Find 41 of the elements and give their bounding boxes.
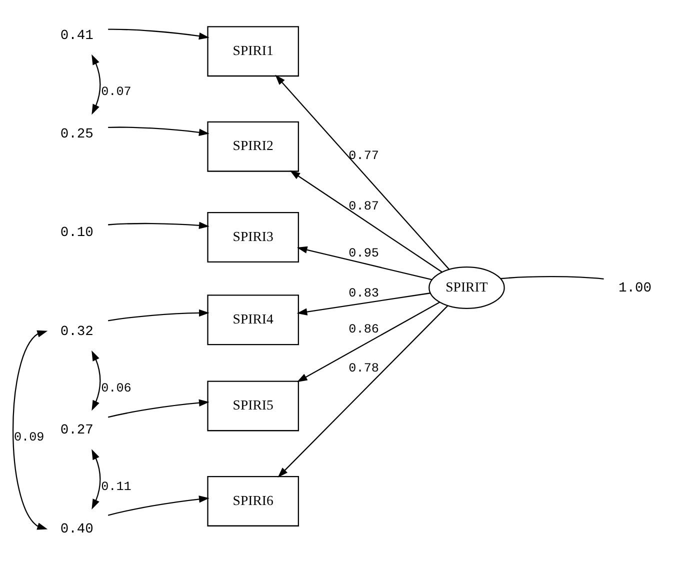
connector (500, 275, 604, 279)
arrow (296, 246, 432, 280)
arrow (92, 448, 101, 509)
arrow (92, 350, 101, 410)
arrow (92, 54, 101, 114)
edge-label: 0.78 (348, 360, 379, 375)
node-box: SPIRI2 (207, 120, 299, 172)
node-box: SPIRI1 (207, 26, 299, 76)
arrow (108, 398, 210, 418)
edge-label: 0.09 (14, 429, 44, 444)
node-text: 0.25 (60, 127, 94, 142)
edge-label: 0.07 (101, 84, 132, 99)
node-text: 1.00 (618, 280, 652, 296)
edge-label: 0.77 (348, 147, 379, 162)
node-ellipse: SPIRIT (428, 266, 505, 308)
node-box: SPIRI3 (207, 212, 299, 262)
edge-label: 0.95 (348, 245, 379, 260)
arrow (108, 221, 210, 229)
node-text: 0.27 (60, 423, 94, 438)
node-box: SPIRI6 (207, 475, 299, 526)
arrow (12, 330, 48, 530)
arrow (108, 495, 210, 516)
edge-label: 0.11 (101, 478, 132, 494)
arrow (296, 301, 440, 382)
arrow (278, 305, 448, 477)
arrow (108, 126, 210, 136)
arrow (275, 74, 450, 270)
node-box: SPIRI5 (207, 380, 299, 431)
arrow (290, 170, 442, 272)
node-text: 0.10 (60, 226, 94, 241)
node-text: 0.32 (60, 324, 94, 340)
node-text: 0.41 (60, 28, 94, 44)
node-text: 0.40 (60, 522, 94, 537)
arrow (108, 28, 210, 40)
edge-label: 0.87 (348, 198, 379, 213)
edge-label: 0.06 (101, 380, 132, 395)
arrow (108, 308, 210, 321)
edge-label: 0.83 (348, 285, 379, 300)
arrow (296, 292, 430, 315)
edge-label: 0.86 (348, 320, 379, 336)
node-box: SPIRI4 (207, 294, 299, 345)
